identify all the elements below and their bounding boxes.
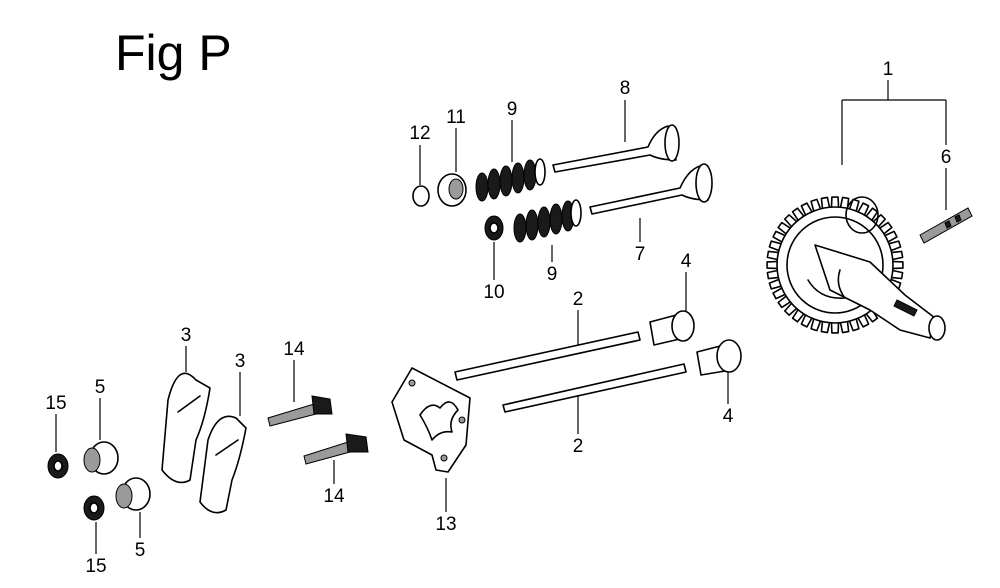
pin-ridges: [944, 214, 962, 229]
valve-stem-upper: [552, 125, 677, 173]
valve-lower: [589, 163, 713, 215]
callout-2-top: 2: [572, 289, 584, 310]
callout-12: 12: [409, 123, 431, 144]
callout-10: 10: [483, 282, 505, 303]
leader-1: [841, 80, 947, 165]
gear-rim: [786, 216, 884, 314]
callout-14-bottom: 14: [323, 486, 345, 507]
callout-4-bottom: 4: [722, 406, 734, 427]
figure-title: Fig P: [115, 25, 232, 81]
callout-4-top: 4: [680, 251, 692, 272]
push-rod-guide-plate: [391, 367, 471, 473]
shaft-knurl: [893, 299, 918, 317]
callout-5-top: 5: [94, 377, 106, 398]
callout-13: 13: [435, 514, 457, 535]
push-rod-upper: [454, 331, 641, 381]
callout-2-bottom: 2: [572, 436, 584, 457]
gear-hole: [845, 196, 879, 234]
callout-6: 6: [940, 147, 952, 168]
pin-part: [919, 207, 973, 244]
valve-spring-lower: [513, 199, 582, 243]
tappet-upper: [649, 310, 695, 346]
rocker-arm-left: [161, 372, 211, 484]
callout-9-bottom: 9: [546, 264, 558, 285]
valve-stem-lower: [589, 165, 709, 215]
valve-cap: [412, 185, 430, 207]
rocker-pivot-lower: [115, 477, 151, 511]
callout-7: 7: [634, 244, 646, 265]
valve-upper: [552, 124, 680, 173]
spring-retainer: [484, 215, 504, 241]
push-rod-lower: [502, 363, 687, 413]
rocker-pivot-upper: [83, 441, 119, 475]
callout-15-top: 15: [45, 393, 67, 414]
pivot-bolt-upper: [267, 395, 333, 427]
pivot-bolt-lower: [303, 433, 369, 465]
callout-15-bottom: 15: [85, 556, 107, 577]
nut-lower: [83, 495, 105, 521]
valve-head-upper: [664, 124, 680, 162]
valve-spring-upper: [475, 158, 546, 202]
callout-8: 8: [619, 78, 631, 99]
camshaft-gear: [766, 196, 946, 341]
rocker-arm-right: [199, 415, 247, 514]
cam-lobe: [807, 269, 846, 299]
callout-3-left: 3: [180, 325, 192, 346]
callout-11: 11: [446, 107, 466, 128]
callout-9-top: 9: [506, 99, 518, 120]
valve-rotator: [437, 173, 467, 207]
leader-lines: [55, 80, 947, 554]
shaft-end: [928, 315, 946, 341]
callout-5-bottom: 5: [134, 540, 146, 561]
callout-1: 1: [882, 59, 894, 80]
callout-3-right: 3: [234, 351, 246, 372]
callout-14-top: 14: [283, 339, 305, 360]
nut-upper: [47, 453, 69, 479]
tappet-lower: [696, 339, 742, 376]
valve-head-lower: [695, 163, 713, 203]
